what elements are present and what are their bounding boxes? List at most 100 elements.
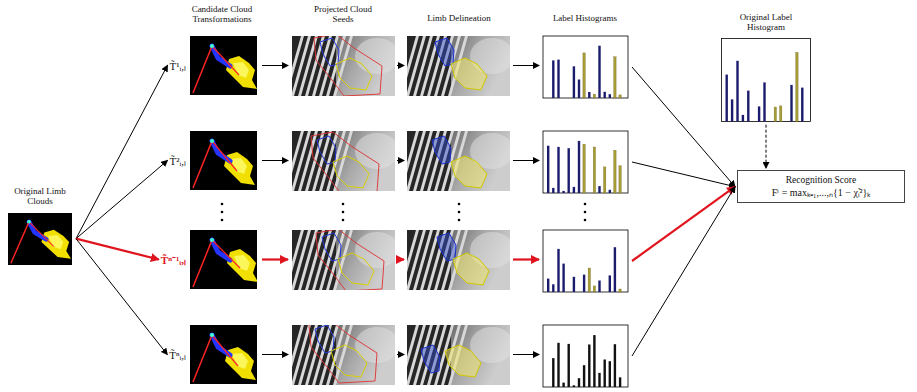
limb-cloud-image: [190, 230, 257, 289]
column-header: Projected Cloud Seeds: [309, 4, 377, 25]
histogram-bar: [557, 147, 559, 193]
seed-outline: [320, 38, 339, 66]
photo-highlight: [355, 38, 395, 74]
transform-label: T̃ⁿᵢ,ₗ: [169, 347, 186, 362]
limb-axis: [193, 141, 212, 188]
ellipsis-dot: [458, 219, 461, 222]
seed-outline: [322, 233, 341, 261]
seed-outline: [316, 230, 384, 290]
seed-outline: [314, 36, 382, 96]
flow-arrow: [397, 354, 404, 355]
transformation-node: T̃²ᵢ,ₗ: [169, 131, 257, 190]
ellipsis-dot: [342, 203, 345, 206]
histogram-bar: [598, 186, 600, 193]
limb-cloud: [233, 62, 249, 78]
photo-highlight: [355, 133, 395, 169]
flow-arrow: [262, 258, 288, 260]
histogram-bar: [557, 249, 559, 292]
limb-region: [451, 156, 487, 188]
limb-cloud-image: [190, 325, 257, 384]
histogram-bar: [614, 150, 616, 193]
joint-dot: [210, 333, 214, 337]
limb-region: [451, 58, 487, 90]
limb-cloud-ground: [8, 213, 72, 265]
histogram-bar: [593, 335, 595, 387]
histogram-bar: [598, 373, 600, 387]
histogram-bar: [557, 343, 559, 387]
histogram-bar: [573, 385, 575, 387]
histogram-bar: [578, 378, 580, 387]
connector: [76, 239, 167, 355]
limb-region: [437, 233, 456, 261]
limb-cloud-image: [190, 36, 257, 95]
histogram-bar: [742, 115, 744, 122]
transformation-node: T̃ⁿᵢ,ₗ: [169, 325, 257, 384]
histogram-bar: [619, 95, 621, 98]
histogram-bar: [547, 146, 549, 193]
seed-outline: [331, 345, 367, 377]
limb-cloud-node: Original Limb Clouds: [6, 186, 74, 265]
ellipsis-dot: [584, 219, 587, 222]
scene-image: [292, 325, 395, 385]
histogram-bar: [573, 66, 575, 98]
histogram-bar: [747, 90, 749, 121]
ellipsis-dot: [342, 219, 345, 222]
histogram-bar: [619, 377, 621, 387]
ellipsis-dot: [342, 211, 345, 214]
photo-highlight: [355, 232, 395, 268]
histogram-bar: [557, 60, 559, 98]
limb-region: [445, 345, 481, 377]
histogram-frame: [543, 230, 628, 292]
region-group: [432, 136, 487, 188]
histogram-bar: [583, 144, 585, 193]
histogram-bar: [619, 289, 621, 292]
region-group: [437, 233, 489, 285]
limb-cloud: [226, 56, 257, 89]
ellipsis-dot: [584, 203, 587, 206]
histogram-bar: [552, 358, 554, 387]
seed-outline: [338, 253, 374, 285]
histogram-bar: [588, 345, 590, 388]
histogram-bar: [568, 148, 570, 193]
ellipsis-dot: [221, 219, 224, 222]
histogram-bar: [609, 94, 611, 98]
scene-image: [407, 325, 510, 385]
limb-cloud: [234, 255, 250, 271]
histogram-bar: [614, 344, 616, 387]
flow-arrow: [262, 160, 288, 161]
flow-arrow: [397, 160, 404, 161]
limb-region: [432, 136, 451, 164]
seed-outline: [336, 58, 372, 90]
limb-region: [435, 38, 454, 66]
histogram-bar: [604, 360, 606, 388]
histogram-bar: [780, 106, 782, 122]
node-heading: Original Limb Clouds: [10, 186, 70, 207]
histogram-bar: [763, 82, 765, 121]
histogram-bar: [583, 365, 585, 387]
histogram-bar: [562, 191, 564, 193]
histogram-bar: [604, 167, 606, 193]
limb-axis: [193, 240, 212, 287]
histogram-bar: [790, 85, 792, 122]
limb-region: [421, 345, 440, 373]
flow-arrow: [262, 65, 288, 66]
scene-image: [292, 131, 395, 191]
histogram-bar: [598, 281, 600, 293]
joint-dot: [210, 238, 214, 242]
transform-label: T̃²ᵢ,ₗ: [169, 153, 186, 168]
scene-image: [407, 131, 510, 191]
transform-label: T̃¹ᵢ,ₗ: [169, 58, 186, 73]
region-group: [421, 345, 481, 377]
limb-cloud-image: [190, 131, 257, 190]
histogram-bar: [593, 94, 595, 98]
histogram-frame: [543, 131, 628, 193]
joint-dot: [210, 44, 214, 48]
limb-cloud-image: [8, 213, 72, 265]
seed-outline: [333, 156, 369, 188]
histogram-image: [721, 38, 811, 122]
limb-axis: [212, 240, 240, 268]
limb-axis: [11, 222, 29, 263]
column-header: Candidate Cloud Transformations: [183, 4, 261, 25]
histogram-bar: [726, 74, 728, 121]
joint-dot: [210, 139, 214, 143]
